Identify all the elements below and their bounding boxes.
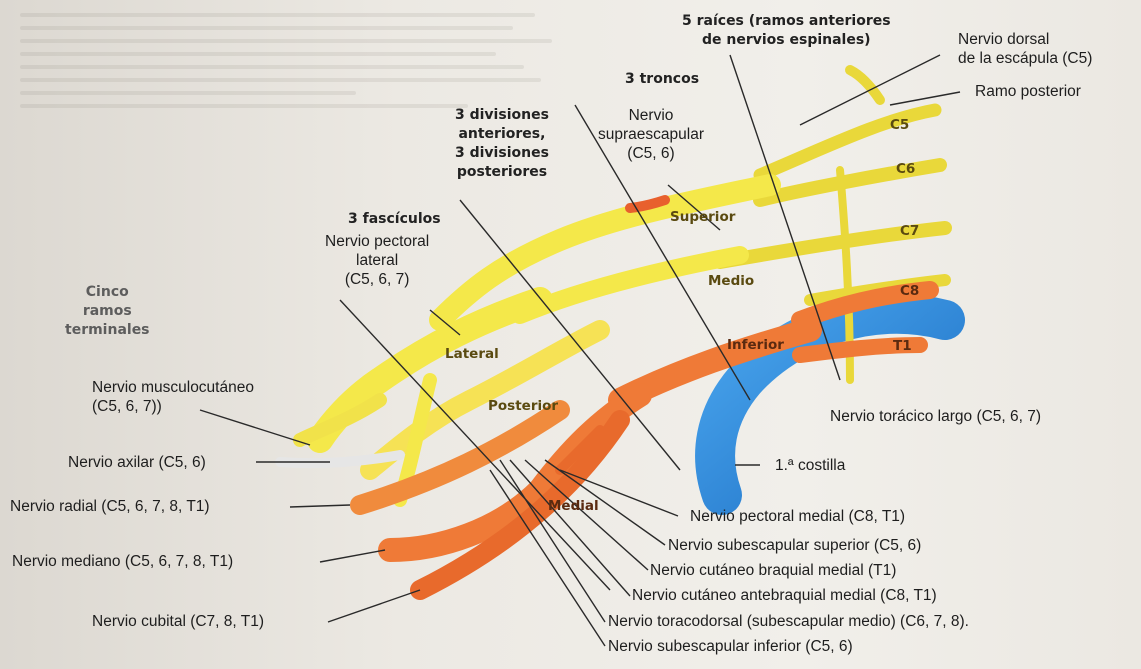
lower-subscapular-label: Nervio subescapular inferior (C5, 6)	[608, 637, 853, 656]
c7-label: C7	[900, 222, 919, 241]
posterior-ramus-label: Ramo posterior	[975, 82, 1081, 101]
c8-label: C8	[900, 282, 919, 301]
cords-label: 3 fascículos	[348, 210, 441, 229]
axillary-label: Nervio axilar (C5, 6)	[68, 453, 206, 472]
ulnar-label: Nervio cubital (C7, 8, T1)	[92, 612, 264, 631]
trunks-label: 3 troncos	[625, 70, 699, 89]
lateral-pectoral-label: Nervio pectoral lateral (C5, 6, 7)	[325, 232, 429, 289]
medial-cord-label: Medial	[548, 497, 599, 516]
terminal-branches-label: Cinco ramos terminales	[65, 283, 150, 340]
t1-label: T1	[893, 337, 912, 356]
divisions-label: 3 divisiones anteriores, 3 divisiones po…	[455, 106, 549, 182]
upper-subscapular-label: Nervio subescapular superior (C5, 6)	[668, 536, 921, 555]
dorsal-scapular-label: Nervio dorsal de la escápula (C5)	[958, 30, 1092, 68]
c6-label: C6	[896, 160, 915, 179]
suprascapular-label: Nervio supraescapular (C5, 6)	[598, 106, 704, 163]
inferior-trunk-label: Inferior	[727, 336, 784, 355]
superior-trunk-label: Superior	[670, 208, 735, 227]
medial-antebrachial-cutaneous-label: Nervio cutáneo antebraquial medial (C8, …	[632, 586, 937, 605]
first-rib-label: 1.ª costilla	[775, 456, 845, 475]
posterior-cord-label: Posterior	[488, 397, 558, 416]
lateral-cord-label: Lateral	[445, 345, 499, 364]
thoracodorsal-label: Nervio toracodorsal (subescapular medio)…	[608, 612, 969, 631]
radial-label: Nervio radial (C5, 6, 7, 8, T1)	[10, 497, 210, 516]
middle-trunk	[520, 255, 740, 315]
medial-pectoral-label: Nervio pectoral medial (C8, T1)	[690, 507, 905, 526]
medial-brachial-cutaneous-label: Nervio cutáneo braquial medial (T1)	[650, 561, 896, 580]
median-label: Nervio mediano (C5, 6, 7, 8, T1)	[12, 552, 233, 571]
middle-trunk-label: Medio	[708, 272, 754, 291]
musculocutaneous-label: Nervio musculocutáneo (C5, 6, 7))	[92, 378, 254, 416]
long-thoracic-label: Nervio torácico largo (C5, 6, 7)	[830, 407, 1041, 426]
dorsal-scapular-nerve	[850, 70, 880, 100]
roots-label: 5 raíces (ramos anteriores de nervios es…	[682, 12, 891, 50]
c5-label: C5	[890, 116, 909, 135]
